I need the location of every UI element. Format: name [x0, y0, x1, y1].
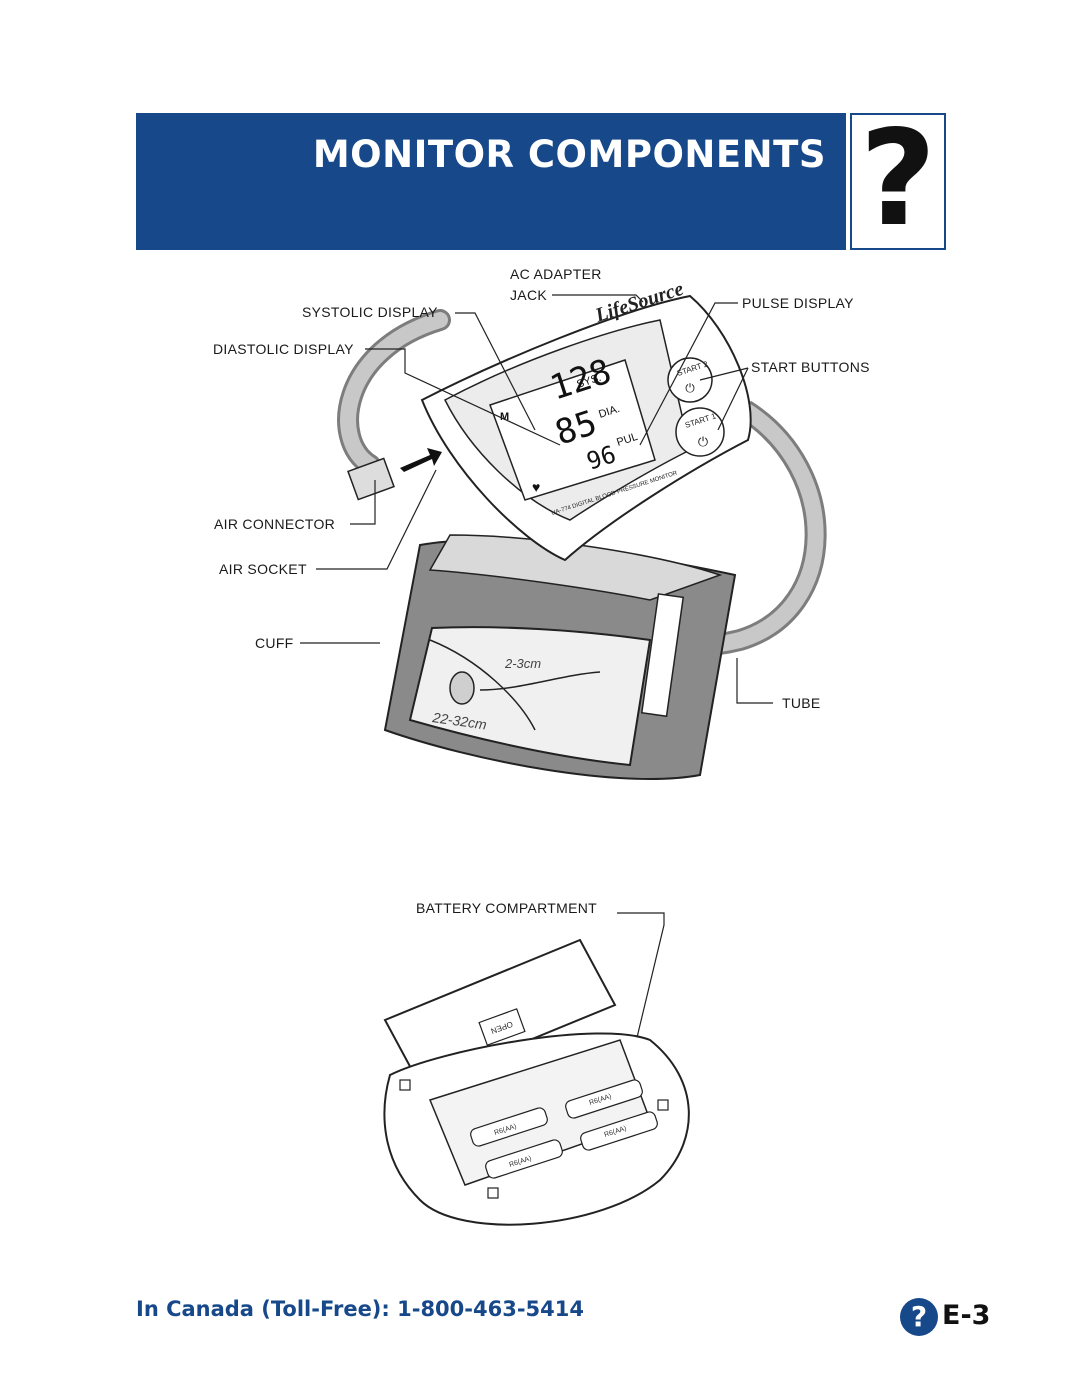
heart-icon: ♥: [532, 479, 540, 495]
page-badge: ? E-3: [900, 1298, 1030, 1338]
cuff-label: CUFF: [255, 635, 294, 651]
air-socket-label: AIR SOCKET: [219, 561, 307, 577]
battery-compartment-label: BATTERY COMPARTMENT: [416, 900, 597, 916]
tube-label: TUBE: [782, 695, 821, 711]
cuff-size-small: 2-3cm: [504, 656, 541, 671]
start-2-button[interactable]: [667, 357, 713, 403]
battery-compartment: OPEN R6(AA) R6(AA) R6(AA) R6(AA): [383, 938, 690, 1226]
monitor-body: LifeSource 128 85 96 SYS. DIA. PUL M ♥ U…: [420, 278, 752, 562]
power-icon: ⏻: [698, 434, 708, 449]
page-number: E-3: [942, 1300, 991, 1331]
systolic-display-label: SYSTOLIC DISPLAY: [302, 304, 438, 320]
ac-adapter-jack-label: JACK: [510, 287, 547, 303]
diastolic-display-label: DIASTOLIC DISPLAY: [213, 341, 354, 357]
ac-adapter-label: AC ADAPTER: [510, 266, 602, 282]
cuff: 2-3cm 22-32cm: [383, 534, 737, 780]
air-connector: [347, 448, 442, 501]
canada-phone-line: In Canada (Toll-Free): 1-800-463-5414: [136, 1297, 584, 1321]
help-box: ?: [850, 109, 946, 250]
start-1-button[interactable]: [675, 407, 725, 457]
power-icon: ⏻: [685, 381, 695, 395]
cuff-ring: [640, 593, 685, 718]
cuff-size-range: 22-32cm: [431, 709, 488, 733]
pulse-display-label: PULSE DISPLAY: [742, 295, 854, 311]
arrow-icon: [400, 448, 442, 472]
question-mark-icon: ?: [859, 102, 937, 256]
battery-lid: [383, 938, 617, 1087]
header-band: MONITOR COMPONENTS: [136, 113, 846, 250]
air-connector-label: AIR CONNECTOR: [214, 516, 335, 532]
page-title: MONITOR COMPONENTS: [312, 133, 826, 176]
memory-label: M: [500, 411, 509, 423]
start-buttons-label: START BUTTONS: [751, 359, 870, 375]
question-circle-icon: ?: [900, 1298, 938, 1336]
lcd-screen: [489, 359, 656, 501]
